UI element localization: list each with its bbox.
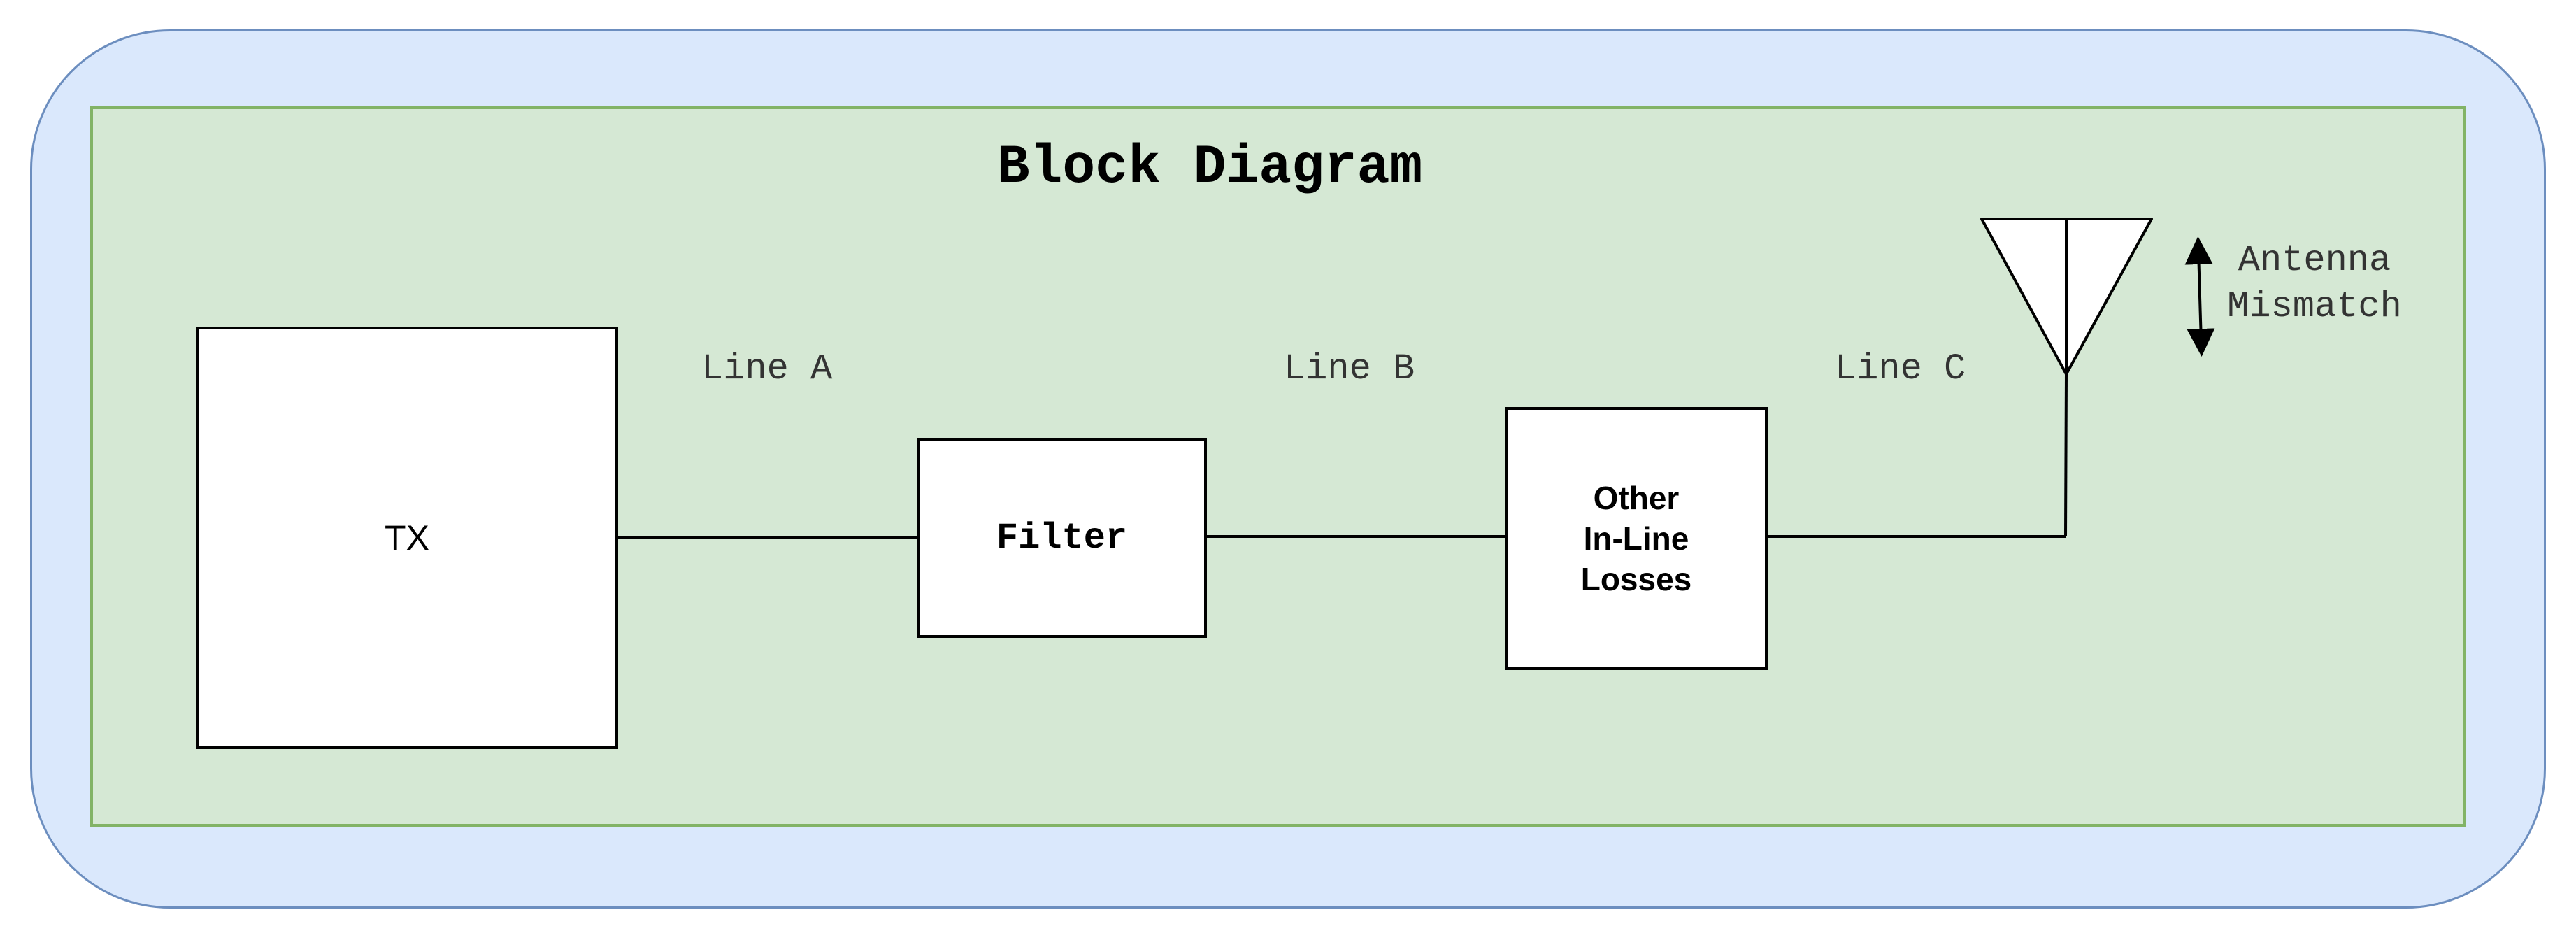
antenna-mismatch-line-1: Antenna	[2238, 240, 2391, 281]
double-arrow-icon	[2184, 236, 2215, 357]
losses-label-line-2: In-Line	[1583, 520, 1689, 557]
antenna-mismatch-label: Antenna Mismatch	[2210, 238, 2419, 330]
antenna-icon	[1980, 218, 2153, 537]
losses-label-line-3: Losses	[1580, 561, 1692, 597]
losses-label: Other In-Line Losses	[1581, 478, 1692, 599]
diagram-title: Block Diagram	[996, 137, 1423, 199]
filter-label: Filter	[996, 517, 1128, 559]
in-line-losses-block: Other In-Line Losses	[1505, 407, 1768, 670]
tx-label: TX	[385, 518, 429, 557]
tx-block: TX	[196, 327, 618, 749]
antenna-mismatch-line-2: Mismatch	[2227, 286, 2402, 327]
filter-block: Filter	[917, 438, 1207, 638]
line-a-label: Line A	[701, 348, 833, 390]
losses-label-line-1: Other	[1593, 480, 1680, 516]
line-c-label: Line C	[1835, 348, 1966, 390]
line-b-label: Line B	[1284, 348, 1415, 390]
